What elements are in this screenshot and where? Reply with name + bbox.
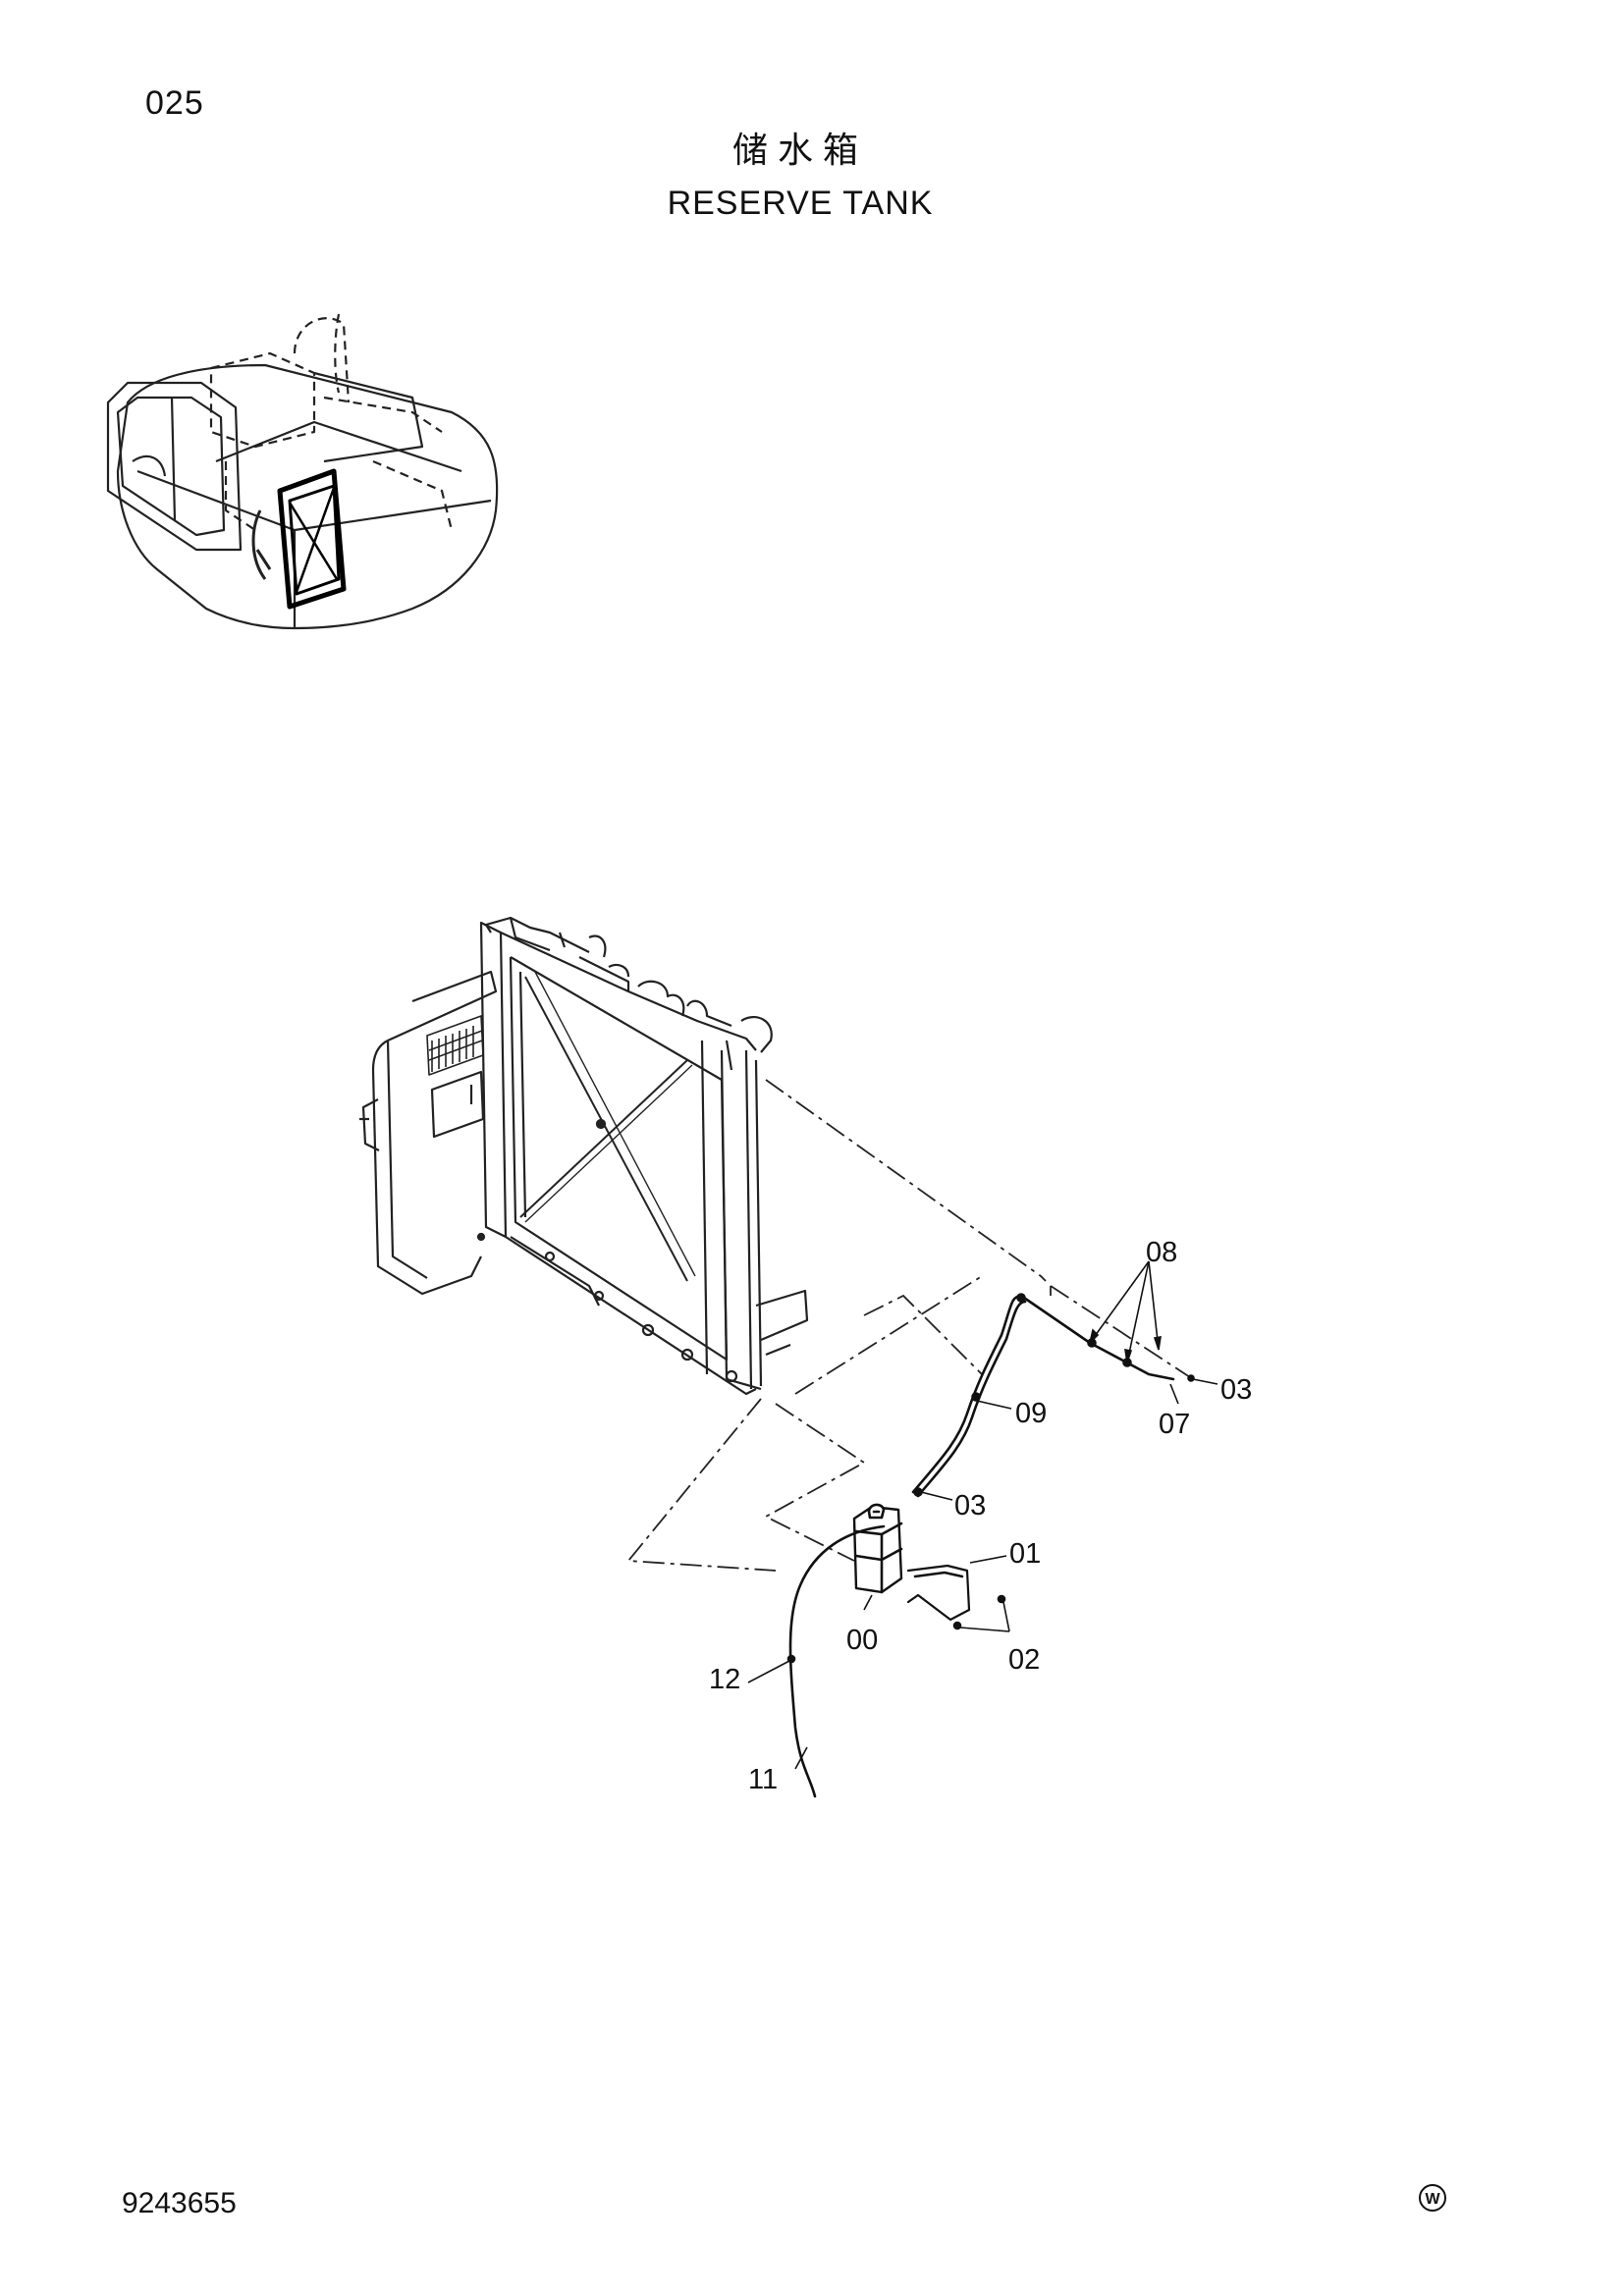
callout-08: 08: [1146, 1237, 1177, 1268]
radiator-assembly: [359, 916, 809, 1396]
callout-09: 09: [1015, 1398, 1047, 1429]
circled-w-mark: W: [1419, 2184, 1446, 2212]
leader-lines: [626, 1079, 1194, 1572]
circled-w-letter: W: [1425, 2191, 1440, 2208]
document-number: 9243655: [122, 2187, 237, 2219]
callout-03-middle: 03: [954, 1490, 986, 1522]
excavator-overview: [106, 313, 499, 630]
callout-02: 02: [1008, 1644, 1040, 1676]
hose-and-tank: [786, 1293, 1175, 1798]
callout-11: 11: [748, 1764, 778, 1795]
callout-03-upper: 03: [1220, 1374, 1252, 1406]
title-block: 储水箱 RESERVE TANK: [0, 130, 1600, 226]
title-english: RESERVE TANK: [667, 185, 934, 222]
callout-00: 00: [846, 1625, 878, 1656]
callout-12: 12: [709, 1664, 740, 1695]
callout-01: 01: [1009, 1538, 1041, 1570]
page-number: 025: [145, 84, 204, 122]
callout-leaders: [747, 1260, 1218, 1770]
callout-labels: 08 03 07 09 03 01 00 02 12 11: [709, 1237, 1252, 1795]
title-chinese: 储水箱: [731, 131, 868, 171]
callout-07: 07: [1159, 1409, 1190, 1440]
